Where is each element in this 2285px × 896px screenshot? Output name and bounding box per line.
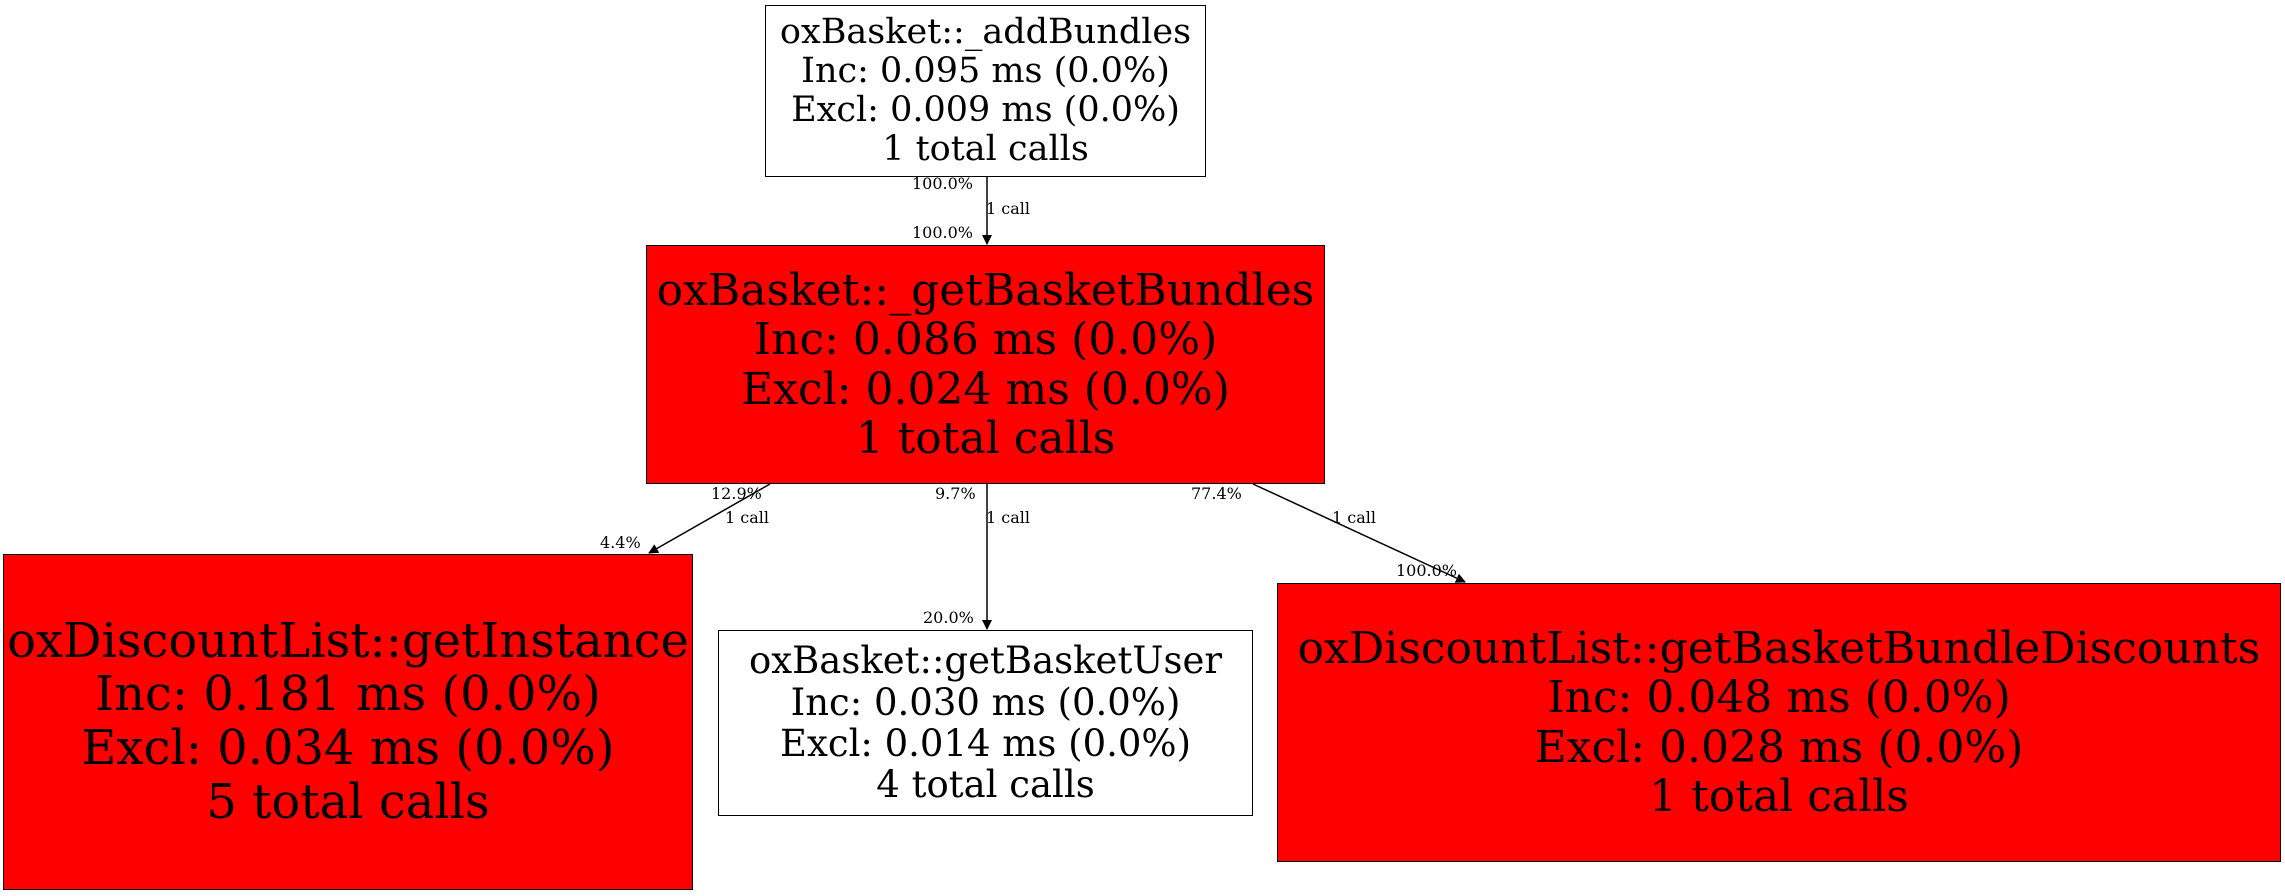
edge-getbasketbundles-to-getinstance (648, 483, 771, 554)
node-getbasketbundles-inc: Inc: 0.086 ms (0.0%) (753, 314, 1218, 366)
node-getinstance-calls: 5 total calls (206, 773, 490, 830)
node-getbasketbundlediscounts-name: oxDiscountList::getBasketBundleDiscounts (1297, 622, 2261, 674)
node-getbasketuser-name: oxBasket::getBasketUser (748, 639, 1223, 683)
node-addbundles-name: oxBasket::_addBundles (779, 11, 1192, 52)
node-getbasketbundlediscounts-calls: 1 total calls (1649, 770, 1909, 822)
node-getbasketbundlediscounts-excl: Excl: 0.028 ms (0.0%) (1534, 721, 2024, 773)
edge-0-call-count: 1 call (986, 199, 1030, 218)
node-addbundles-inc: Inc: 0.095 ms (0.0%) (801, 50, 1170, 91)
edge-1-tail-percent: 12.9% (711, 484, 762, 503)
edge-2-head-percent: 20.0% (923, 608, 974, 627)
edge-2-tail-percent: 9.7% (935, 484, 976, 503)
edge-1-head-percent: 4.4% (600, 533, 641, 552)
node-getbasketbundlediscounts-inc: Inc: 0.048 ms (0.0%) (1547, 672, 2011, 724)
node-getbasketuser-excl: Excl: 0.014 ms (0.0%) (779, 722, 1192, 765)
edge-1-call-count: 1 call (725, 508, 769, 527)
edge-0-tail-percent: 100.0% (912, 174, 974, 193)
node-getinstance-excl: Excl: 0.034 ms (0.0%) (81, 720, 615, 776)
node-getinstance[interactable]: oxDiscountList::getInstance Inc: 0.181 m… (3, 554, 693, 890)
node-getbasketuser-inc: Inc: 0.030 ms (0.0%) (790, 680, 1181, 724)
node-getbasketuser[interactable]: oxBasket::getBasketUser Inc: 0.030 ms (0… (718, 630, 1253, 816)
edge-3-tail-percent: 77.4% (1191, 484, 1242, 503)
node-getbasketbundles-name: oxBasket::_getBasketBundles (656, 264, 1315, 316)
node-getbasketbundlediscounts[interactable]: oxDiscountList::getBasketBundleDiscounts… (1277, 583, 2281, 862)
node-getinstance-name: oxDiscountList::getInstance (7, 612, 689, 669)
node-getbasketbundles-excl: Excl: 0.024 ms (0.0%) (741, 363, 1230, 415)
edge-0-head-percent: 100.0% (912, 223, 974, 242)
edge-3-head-percent: 100.0% (1396, 561, 1458, 580)
node-addbundles-calls: 1 total calls (882, 129, 1089, 170)
node-getinstance-inc: Inc: 0.181 ms (0.0%) (95, 666, 601, 723)
node-getbasketuser-calls: 4 total calls (876, 763, 1095, 807)
edge-2-call-count: 1 call (986, 508, 1030, 527)
node-getbasketbundles[interactable]: oxBasket::_getBasketBundles Inc: 0.086 m… (646, 245, 1325, 484)
edge-getbasketbundles-to-getbasketbundlediscounts (1252, 483, 1466, 583)
node-addbundles[interactable]: oxBasket::_addBundles Inc: 0.095 ms (0.0… (765, 5, 1206, 177)
node-addbundles-excl: Excl: 0.009 ms (0.0%) (791, 90, 1180, 130)
edge-3-call-count: 1 call (1332, 508, 1376, 527)
node-getbasketbundles-calls: 1 total calls (855, 412, 1116, 464)
